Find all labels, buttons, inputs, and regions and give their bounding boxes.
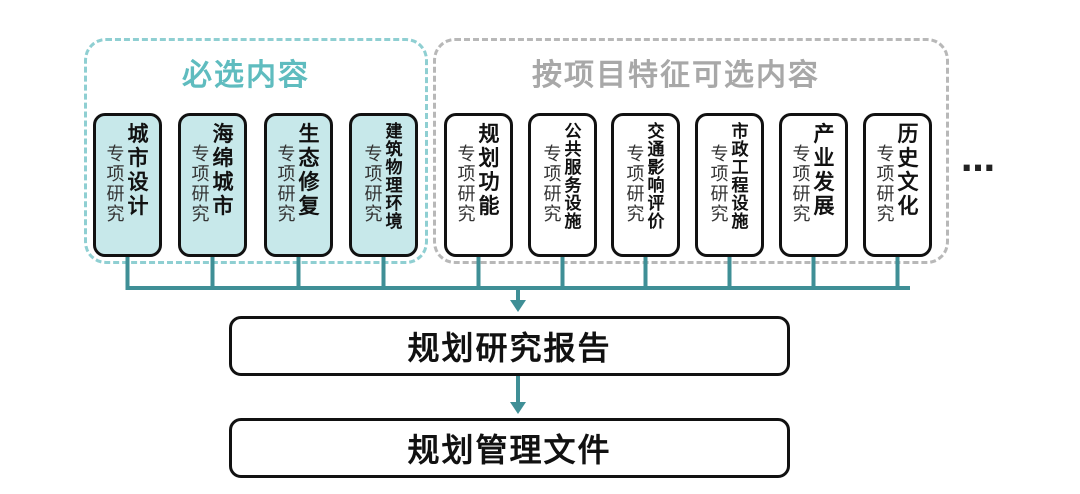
card-title: 产业发展 — [813, 122, 835, 218]
card-title: 城市设计 — [127, 122, 149, 218]
research-report-box: 规划研究报告 — [229, 316, 790, 376]
research-card-optional-4: 专项研究市政工程设施 — [695, 113, 764, 257]
management-document-box: 规划管理文件 — [229, 418, 790, 478]
arrow-head-1 — [510, 300, 526, 312]
research-card-required-4: 专项研究建筑物理环境 — [349, 113, 418, 257]
optional-group-frame — [433, 38, 949, 264]
card-subtitle: 专项研究 — [457, 144, 476, 225]
required-group-frame — [84, 38, 428, 264]
card-title: 规划功能 — [478, 122, 500, 218]
research-card-required-2: 专项研究海绵城市 — [178, 113, 247, 257]
card-subtitle: 专项研究 — [364, 144, 383, 225]
research-card-required-3: 专项研究生态修复 — [264, 113, 333, 257]
card-title: 市政工程设施 — [731, 122, 749, 232]
card-subtitle: 专项研究 — [277, 144, 296, 225]
research-card-required-1: 专项研究城市设计 — [93, 113, 162, 257]
card-subtitle: 专项研究 — [710, 144, 729, 225]
card-subtitle: 专项研究 — [191, 144, 210, 225]
more-items-ellipsis: … — [961, 140, 996, 180]
optional-group-title: 按项目特征可选内容 — [532, 58, 820, 93]
card-title: 交通影响评价 — [647, 122, 665, 232]
research-card-optional-3: 专项研究交通影响评价 — [611, 113, 680, 257]
card-title: 海绵城市 — [212, 122, 234, 218]
required-group-title: 必选内容 — [182, 58, 310, 93]
research-card-optional-6: 专项研究历史文化 — [863, 113, 932, 257]
card-subtitle: 专项研究 — [106, 144, 125, 225]
card-subtitle: 专项研究 — [626, 144, 645, 225]
card-subtitle: 专项研究 — [543, 144, 562, 225]
card-subtitle: 专项研究 — [792, 144, 811, 225]
research-card-optional-2: 专项研究公共服务设施 — [528, 113, 597, 257]
card-title: 历史文化 — [897, 122, 919, 218]
research-card-optional-5: 专项研究产业发展 — [779, 113, 848, 257]
card-subtitle: 专项研究 — [876, 144, 895, 225]
card-title: 生态修复 — [298, 122, 320, 218]
arrow-head-2 — [510, 402, 526, 414]
research-card-optional-1: 专项研究规划功能 — [444, 113, 513, 257]
card-title: 公共服务设施 — [564, 122, 582, 232]
card-title: 建筑物理环境 — [385, 122, 403, 232]
